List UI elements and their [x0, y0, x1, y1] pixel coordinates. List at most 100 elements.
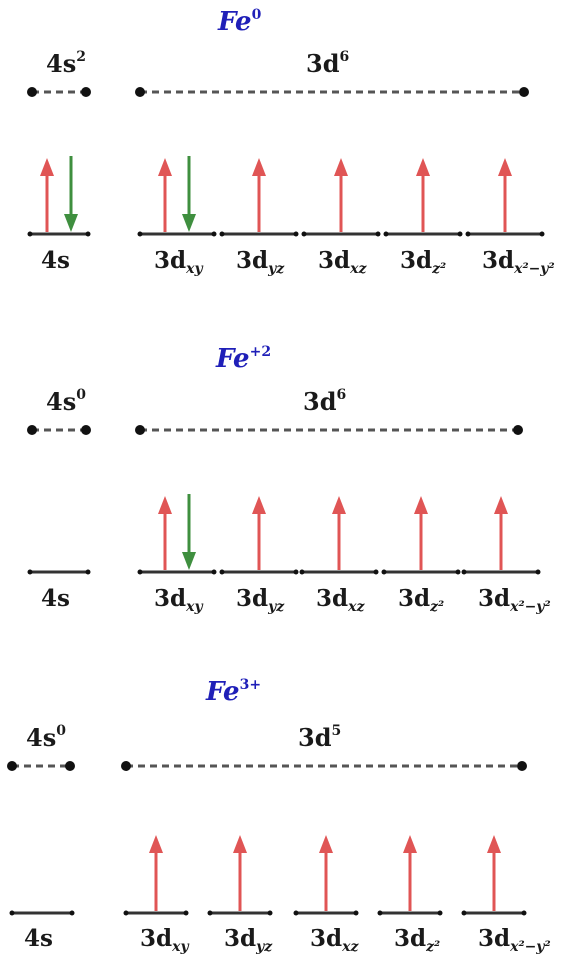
level-end-dot: [461, 569, 467, 575]
orbital-label-subscript: xy: [171, 939, 189, 955]
level-end-dot: [219, 569, 225, 575]
level-end-dot: [137, 231, 143, 237]
orbital-label-base: 3d: [398, 585, 430, 612]
orbital-label-subscript: xy: [185, 261, 203, 277]
config-3d-occupancy: 5: [331, 723, 341, 739]
dashed-end-dot: [81, 425, 91, 435]
orbital-label-base: 3d: [318, 247, 350, 274]
orbital-label: 3dx²−y²: [478, 585, 551, 615]
orbital-label: 4s: [41, 585, 70, 612]
spin-up-arrowhead: [40, 158, 54, 176]
level-end-dot: [69, 910, 75, 916]
orbital-3dxy: 3dxy: [123, 835, 189, 955]
config-3d-label: 3d6: [303, 387, 346, 416]
orbital-label-base: 3d: [236, 247, 268, 274]
level-end-dot: [293, 569, 299, 575]
level-end-dot: [183, 910, 189, 916]
species-title: Fe3+: [205, 677, 261, 707]
level-end-dot: [211, 231, 217, 237]
orbital-label-base: 4s: [41, 585, 70, 612]
spin-up-arrowhead: [416, 158, 430, 176]
config-3d-occupancy: 6: [339, 49, 349, 65]
orbital-3dxz: 3dxz: [299, 496, 379, 615]
spin-down-arrowhead: [64, 214, 78, 232]
dashed-end-dot: [7, 761, 17, 771]
dashed-end-dot: [517, 761, 527, 771]
orbital-label-subscript: yz: [255, 939, 273, 955]
orbital-3dyz: 3dyz: [219, 496, 299, 615]
orbital-4s: 4s: [27, 569, 91, 612]
dashed-end-dot: [135, 87, 145, 97]
config-3d-base: 3d: [303, 387, 337, 416]
orbital-label-base: 3d: [478, 925, 510, 952]
orbital-label: 3dxy: [154, 585, 203, 615]
orbital-3dz: 3dz²: [383, 158, 463, 277]
orbital-label-base: 3d: [478, 585, 510, 612]
species-title: Fe0: [217, 7, 262, 37]
orbital-label-subscript: x²−y²: [509, 939, 550, 955]
orbital-3dxy: 3dx²−y²: [461, 496, 551, 615]
level-end-dot: [123, 910, 129, 916]
config-4s-occupancy: 2: [76, 49, 86, 65]
title-charge: +2: [250, 344, 271, 360]
orbital-label: 3dx²−y²: [482, 247, 555, 277]
level-end-dot: [353, 910, 359, 916]
config-4s-occupancy: 0: [56, 723, 66, 739]
level-end-dot: [457, 231, 463, 237]
orbital-label-base: 3d: [224, 925, 256, 952]
spin-up-arrowhead: [494, 496, 508, 514]
level-end-dot: [377, 910, 383, 916]
title-base: Fe: [217, 7, 252, 37]
spin-down-arrowhead: [182, 552, 196, 570]
title-base: Fe: [215, 344, 250, 374]
level-end-dot: [207, 910, 213, 916]
orbital-label-subscript: x²−y²: [513, 261, 554, 277]
orbital-3dyz: 3dyz: [219, 158, 299, 277]
orbital-label: 3dyz: [224, 925, 273, 955]
orbital-3dxy: 3dxy: [137, 494, 217, 615]
species-title: Fe+2: [215, 344, 271, 374]
orbital-label: 3dxz: [318, 247, 367, 277]
dashed-end-dot: [135, 425, 145, 435]
orbital-label-base: 3d: [154, 247, 186, 274]
config-4s-base: 4s: [46, 49, 76, 78]
spin-up-arrowhead: [158, 158, 172, 176]
spin-up-arrowhead: [319, 835, 333, 853]
orbital-label: 3dz²: [394, 925, 440, 955]
orbital-label: 3dyz: [236, 585, 285, 615]
orbital-3dxy: 3dx²−y²: [461, 835, 551, 955]
config-3d-base: 3d: [298, 723, 332, 752]
orbital-label-subscript: yz: [267, 599, 285, 615]
orbital-label-base: 4s: [41, 247, 70, 274]
title-base: Fe: [205, 677, 240, 707]
level-end-dot: [211, 569, 217, 575]
orbital-label-subscript: xz: [341, 939, 359, 955]
orbital-4s: 4s: [27, 156, 91, 274]
level-end-dot: [539, 231, 545, 237]
spin-up-arrowhead: [334, 158, 348, 176]
orbital-label-base: 3d: [316, 585, 348, 612]
level-end-dot: [293, 910, 299, 916]
orbital-label: 3dx²−y²: [478, 925, 551, 955]
level-end-dot: [27, 569, 33, 575]
orbital-label-base: 3d: [394, 925, 426, 952]
orbital-label-subscript: z²: [425, 939, 440, 955]
dashed-end-dot: [81, 87, 91, 97]
dashed-end-dot: [513, 425, 523, 435]
level-end-dot: [293, 231, 299, 237]
orbital-label-subscript: z²: [429, 599, 444, 615]
orbital-4s: 4s: [9, 910, 75, 952]
level-end-dot: [301, 231, 307, 237]
orbital-label-base: 4s: [24, 925, 53, 952]
orbital-label-base: 3d: [400, 247, 432, 274]
level-end-dot: [437, 910, 443, 916]
level-end-dot: [465, 231, 471, 237]
config-3d-base: 3d: [306, 49, 340, 78]
spin-up-arrowhead: [252, 496, 266, 514]
level-end-dot: [27, 231, 33, 237]
level-end-dot: [383, 231, 389, 237]
orbital-label-base: 3d: [154, 585, 186, 612]
level-end-dot: [535, 569, 541, 575]
orbital-label-subscript: x²−y²: [509, 599, 550, 615]
